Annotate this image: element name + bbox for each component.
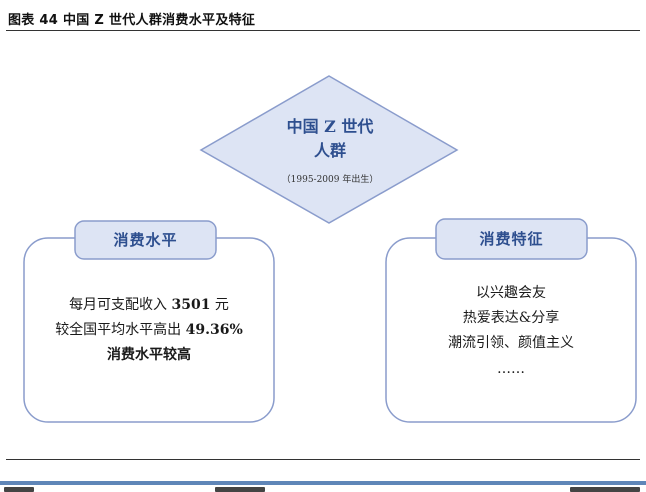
left-panel-header-box [74, 220, 217, 260]
left-income-line: 每月可支配收入 3501 元 [69, 297, 229, 313]
top-rule [6, 30, 640, 31]
diamond-title-line2: 人群 [313, 141, 346, 160]
footer-band [0, 481, 646, 492]
diamond-title-line1: 中国 Z 世代 [286, 117, 374, 136]
figure-title: 图表 44 中国 Z 世代人群消费水平及特征 [8, 13, 256, 28]
right-panel-header-box [435, 218, 588, 260]
left-panel-header: 消费水平 [113, 231, 178, 249]
left-conclusion-line: 消费水平较高 [107, 347, 191, 363]
right-item-2: 热爱表达&分享 [462, 310, 560, 326]
right-item-4: …… [497, 361, 525, 377]
right-panel-header: 消费特征 [479, 230, 544, 248]
center-diamond [199, 75, 459, 224]
bottom-rule [6, 459, 640, 460]
left-compare-line: 较全国平均水平高出 49.36% [55, 322, 243, 338]
compare-value: 49.36% [185, 322, 243, 338]
diamond-subtitle: （1995-2009 年出生） [281, 175, 379, 185]
right-item-3: 潮流引领、颜值主义 [448, 335, 574, 351]
income-value: 3501 [171, 297, 211, 313]
right-panel-box [385, 237, 637, 423]
right-item-1: 以兴趣会友 [476, 285, 546, 301]
